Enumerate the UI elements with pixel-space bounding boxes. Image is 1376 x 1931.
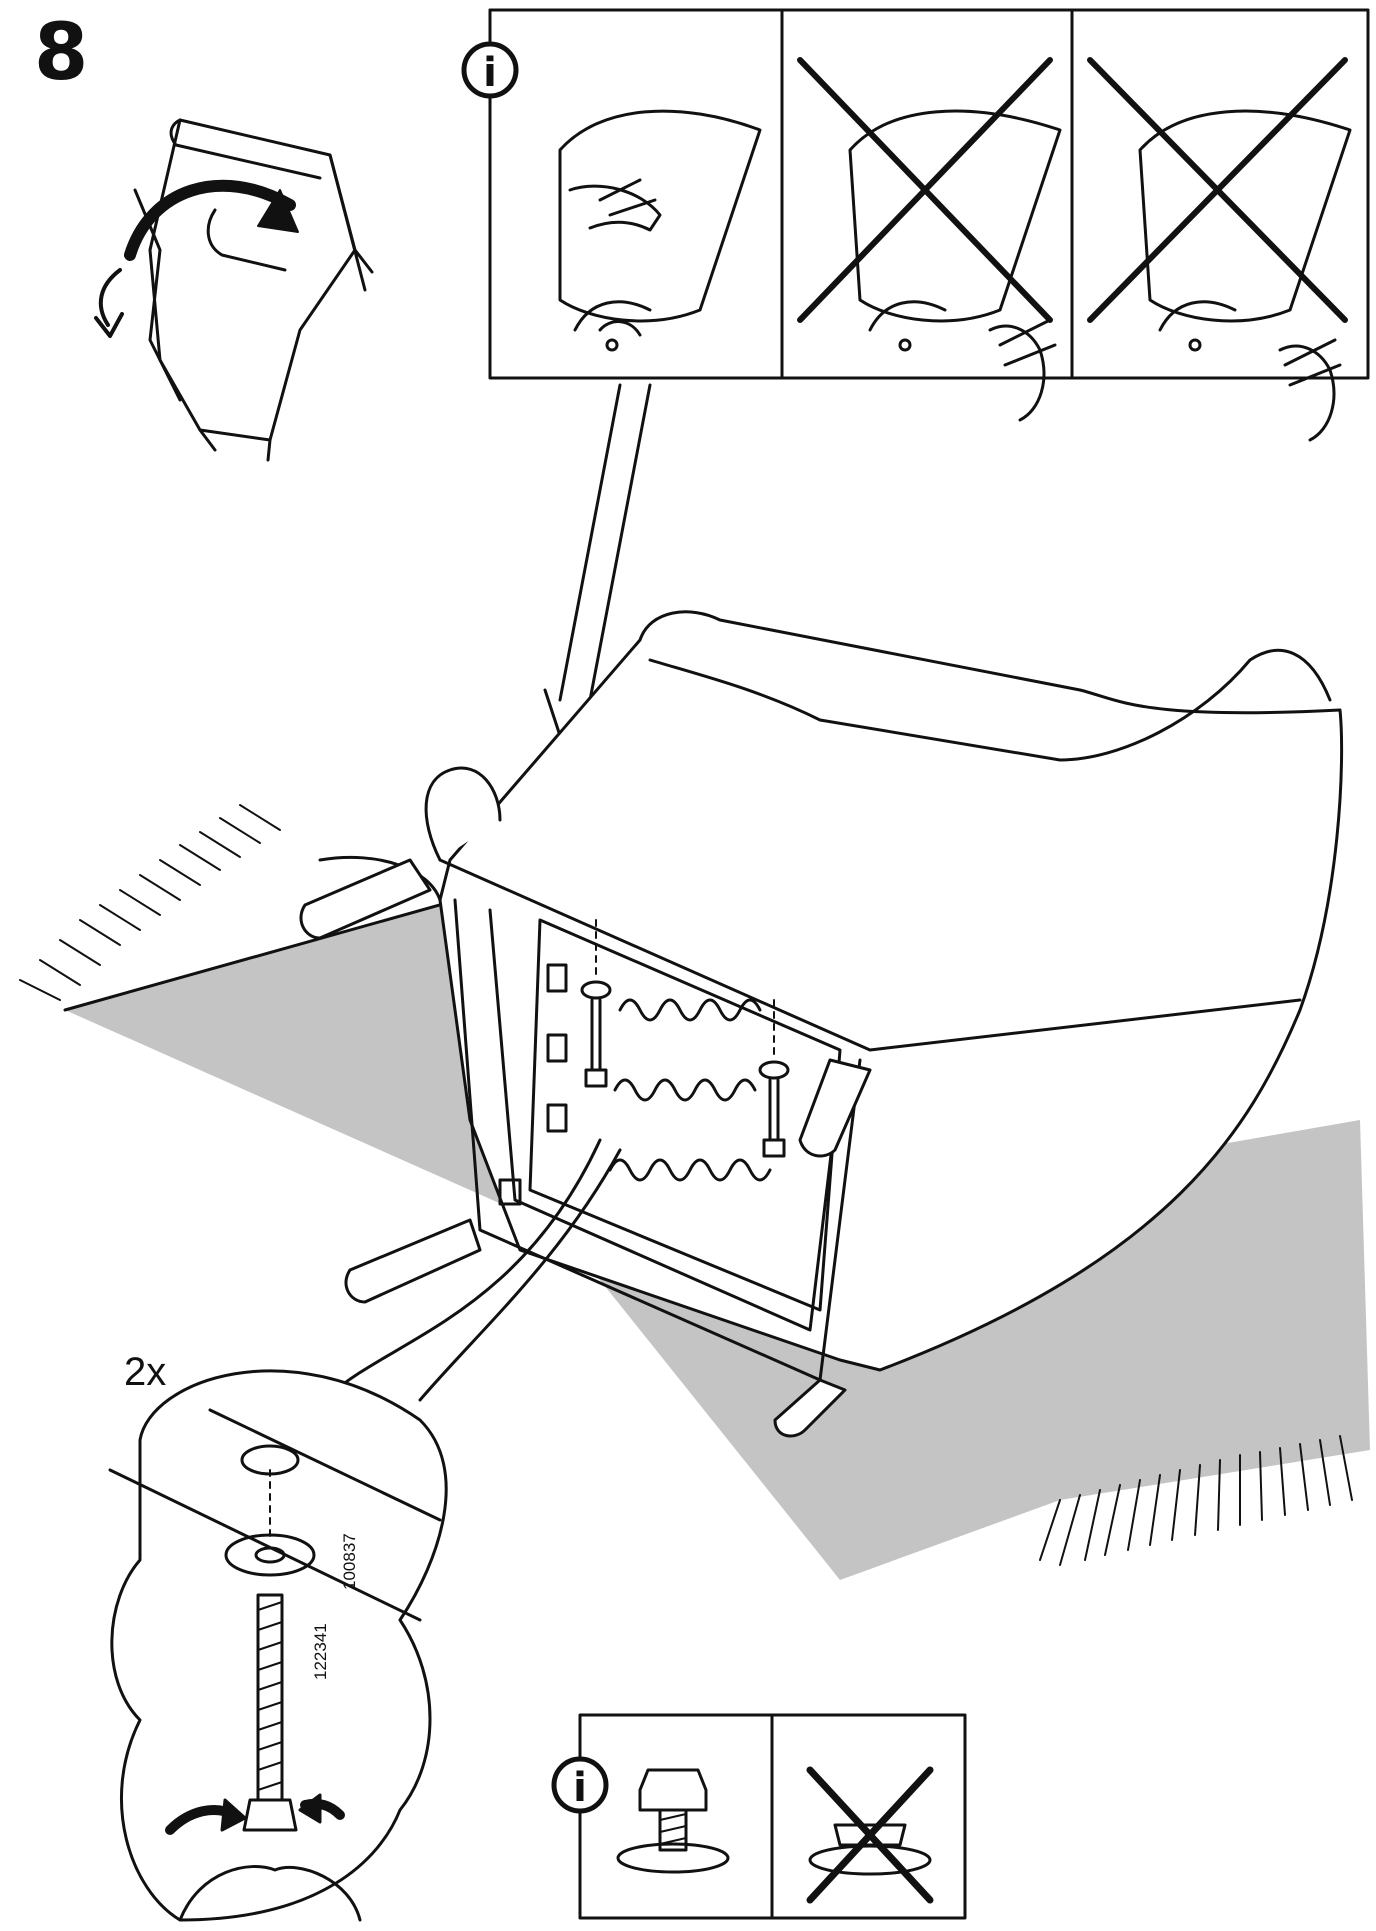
- part-code-bolt: 122341: [311, 1623, 330, 1680]
- panel-wrong-grip-1: [797, 57, 1062, 422]
- svg-text:i: i: [573, 1765, 587, 1811]
- info-panel-top: [488, 8, 1370, 442]
- bolt-wrong-icon: [806, 1766, 934, 1904]
- panel-wrong-grip-2: [1087, 57, 1352, 442]
- bolt-icon: [242, 1593, 298, 1832]
- info-icon: i: [461, 41, 519, 99]
- screw-in-chair: [580, 919, 790, 1158]
- turn-arrows-icon: [165, 1793, 345, 1835]
- zoom-detail: [108, 1138, 622, 1922]
- svg-text:i: i: [483, 50, 497, 96]
- spring-panel: [498, 918, 842, 1312]
- chair-leg: [299, 858, 872, 1438]
- washer-icon: [224, 1533, 316, 1577]
- flip-chair-illustration: [133, 118, 374, 462]
- panel-correct-grip: [558, 109, 762, 352]
- quantity-label: 2x: [124, 1350, 167, 1394]
- info-panel-bottom: [578, 1713, 967, 1920]
- step-number: 8: [34, 8, 89, 98]
- bolt-correct-icon: [616, 1768, 730, 1874]
- info-icon: i: [551, 1756, 609, 1814]
- part-code-washer: 100837: [340, 1533, 359, 1590]
- rotate-arrow-icon: [94, 179, 299, 338]
- chair-upside-down: [318, 610, 1344, 1382]
